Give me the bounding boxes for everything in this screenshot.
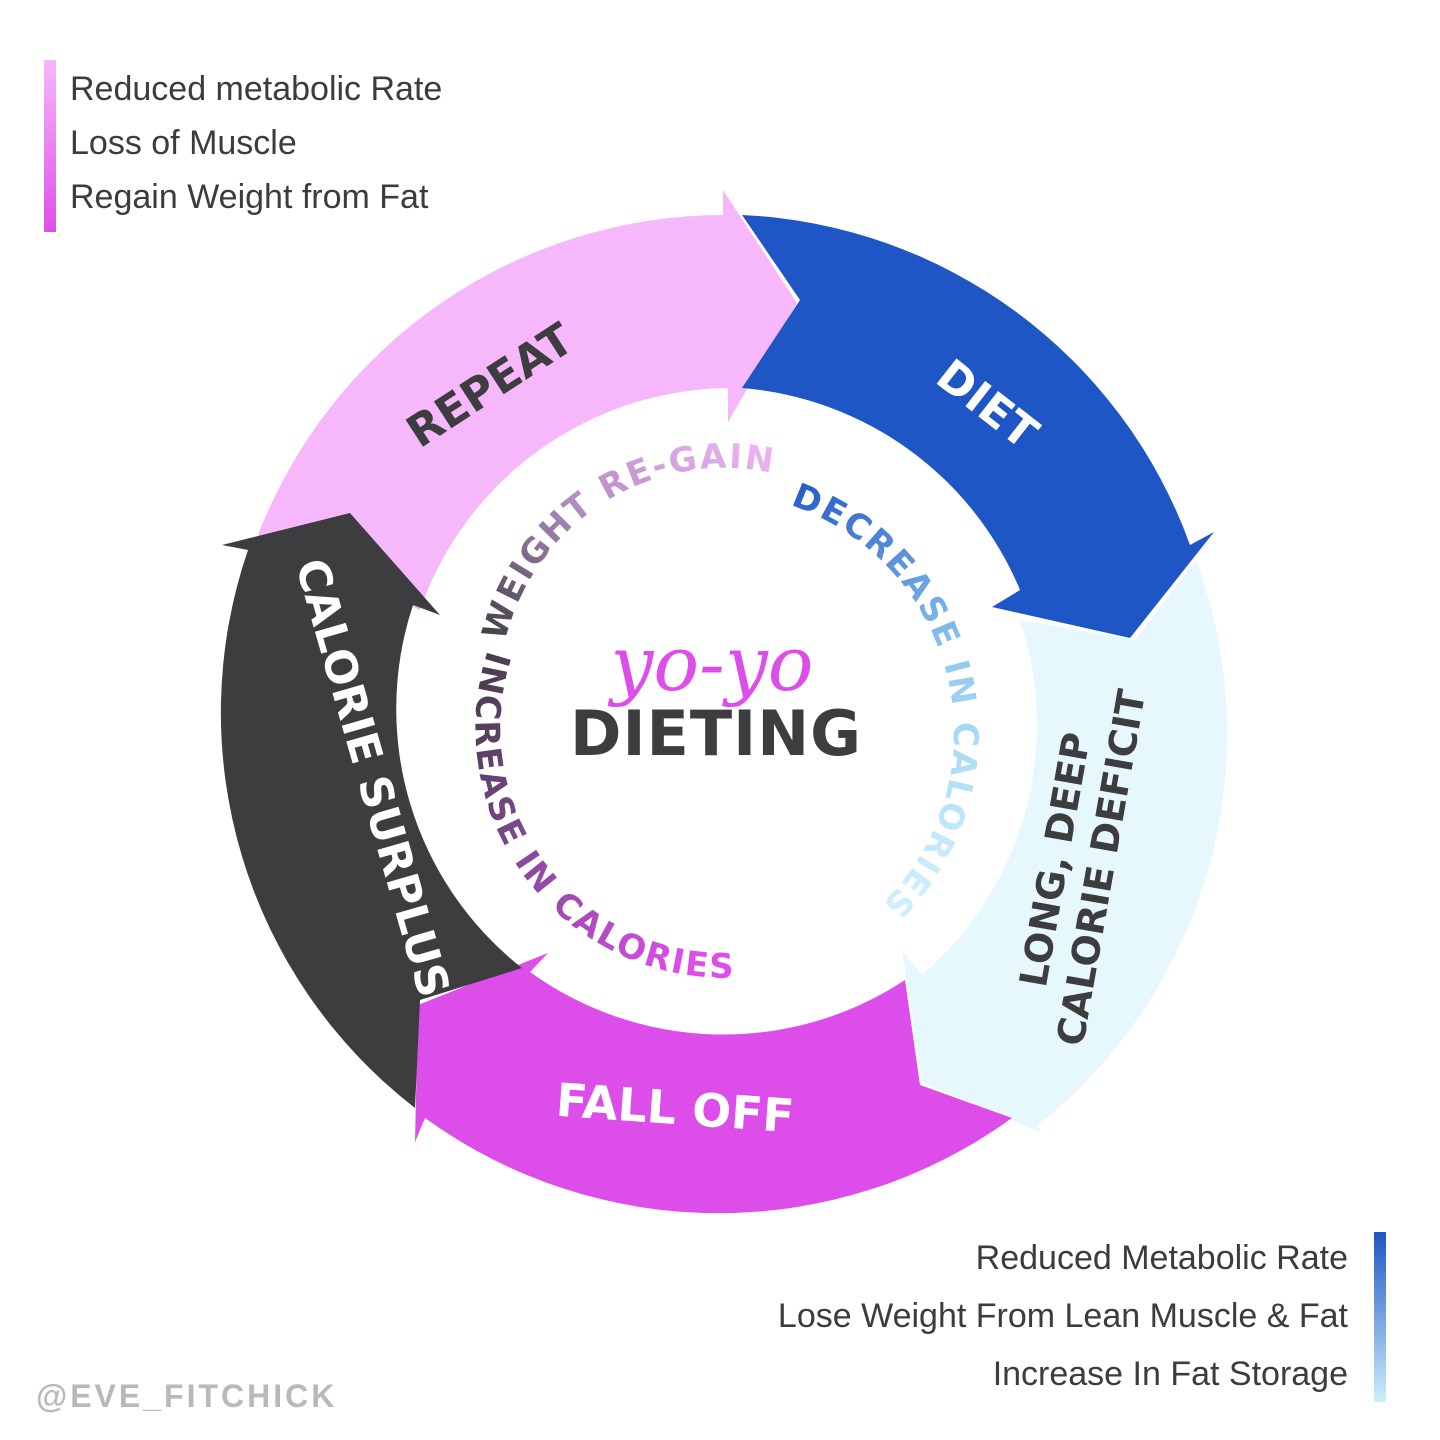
weight-regain-ring-text: WEIGHT RE-GAIN — [475, 437, 779, 645]
calorie-surplus-arrow — [220, 513, 522, 1108]
deficit-arrow — [902, 560, 1228, 1132]
repeat-arrow — [258, 190, 797, 610]
pink-gradient-bar — [44, 60, 56, 232]
author-watermark: @EVE_FITCHICK — [36, 1378, 338, 1414]
yo-yo-script: yo-yo — [607, 619, 813, 708]
diet-effects-note: Reduced Metabolic Rate Lose Weight From … — [778, 1229, 1348, 1403]
note-line: Reduced Metabolic Rate — [975, 1239, 1348, 1277]
note-line: Loss of Muscle — [70, 124, 297, 162]
note-line: Regain Weight from Fat — [70, 178, 429, 216]
repeat-effects-note: Reduced metabolic Rate Loss of Muscle Re… — [70, 62, 442, 224]
note-line: Reduced metabolic Rate — [70, 70, 443, 108]
diet-arrow — [742, 215, 1214, 638]
fall-off-arrow — [415, 953, 1012, 1214]
note-line: Increase In Fat Storage — [992, 1355, 1348, 1393]
blue-gradient-bar — [1374, 1232, 1386, 1402]
note-line: Lose Weight From Lean Muscle & Fat — [777, 1297, 1348, 1335]
dieting-title: DIETING — [570, 697, 862, 770]
